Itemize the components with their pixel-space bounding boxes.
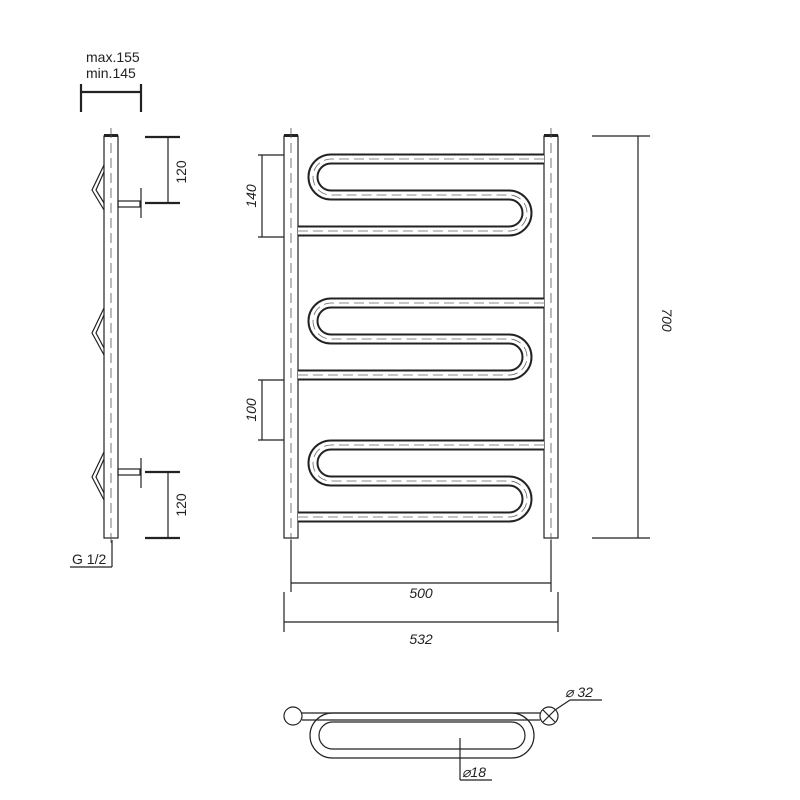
height-dimension: 700 [592, 135, 675, 539]
wall-brackets [91, 164, 105, 501]
wall-bracket-icon [91, 164, 105, 211]
top-connection-pipe [117, 188, 142, 218]
top-offset-dimension: 140 [243, 154, 284, 238]
outer-width-dim-label: 532 [409, 631, 433, 647]
height-dim-label: 700 [659, 308, 675, 332]
gap-dimension: 100 [243, 379, 284, 441]
serpentine-group-1 [298, 153, 544, 237]
tube-stroke [298, 444, 544, 518]
tube-diameter-label: ⌀18 [462, 764, 486, 780]
serpentine-tubes [298, 153, 544, 523]
gap-dim-label: 100 [243, 398, 259, 422]
bottom-connection-dimension: 120 [145, 470, 189, 540]
depth-dimension: max.155 min.145 [79, 49, 143, 112]
wall-bracket-icon [91, 451, 105, 501]
outer-width-dimension: 532 [283, 592, 559, 647]
inner-width-dimension: 500 [290, 540, 552, 601]
top-connection-dimension: 120 [145, 135, 189, 205]
top-view: ⌀ 32 ⌀18 [283, 684, 602, 781]
depth-max-label: max.155 [86, 49, 140, 65]
bottom-connection-dim-label: 120 [173, 493, 189, 517]
post-diameter-label: ⌀ 32 [565, 684, 593, 700]
tube-loop-outer [309, 712, 535, 759]
tube-loop-inner [318, 721, 526, 750]
tube-stroke [298, 158, 544, 232]
right-post-section-icon [539, 706, 559, 726]
side-view: max.155 min.145 120 120 [70, 49, 189, 568]
top-connection-dim-label: 120 [173, 160, 189, 184]
depth-min-label: min.145 [86, 65, 136, 81]
serpentine-group-3 [298, 439, 544, 523]
serpentine-group-2 [298, 297, 544, 381]
front-view: 140 100 700 500 532 [243, 128, 675, 647]
wall-bracket-icon [91, 307, 105, 356]
bottom-connection-pipe [117, 458, 142, 488]
left-post-section [283, 706, 303, 726]
thread-label: G 1/2 [72, 551, 106, 567]
tube-stroke [298, 302, 544, 376]
top-offset-dim-label: 140 [243, 184, 259, 208]
inner-width-dim-label: 500 [409, 585, 433, 601]
